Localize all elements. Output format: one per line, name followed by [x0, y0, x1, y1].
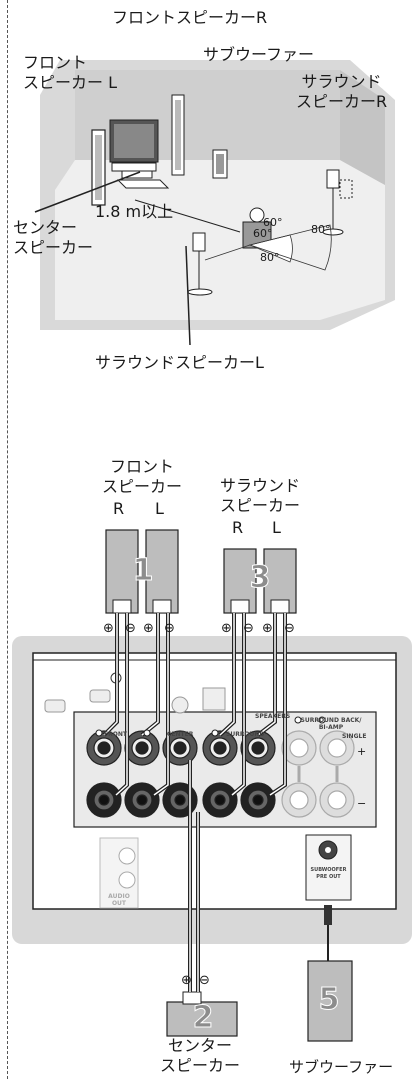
surround-step-number: 3 — [249, 560, 271, 596]
surround-l-plus: ⊕ — [262, 621, 273, 636]
subwoofer-label: サブウーファー — [203, 45, 315, 64]
panel-minus-label: − — [357, 797, 367, 810]
front-r-minus: ⊖ — [125, 621, 136, 636]
angle-label-3: 80° — [311, 223, 331, 236]
subwoofer-step-number: 5 — [318, 982, 340, 1018]
angle-label-4: 80° — [260, 251, 280, 264]
surround-l-minus: ⊖ — [284, 621, 295, 636]
front-r-label: R — [113, 499, 125, 518]
panel-speakers-label: SPEAKERS — [255, 713, 291, 720]
subwoofer-bottom-label: サブウーファー — [289, 1058, 394, 1076]
center-speaker-shape — [121, 170, 153, 179]
distance-label: 1.8 m以上 — [95, 202, 174, 221]
panel-surround-label: SURROUND — [226, 731, 265, 738]
center-plus: ⊕ — [181, 973, 192, 988]
surround-l-label: L — [272, 518, 281, 537]
panel-subwoofer-pre-out-label: SUBWOOFER PRE OUT — [310, 867, 347, 880]
front-l-label: L — [155, 499, 164, 518]
surround-r-label: R — [232, 518, 244, 537]
panel-audio-out-label: AUDIO OUT — [108, 893, 130, 907]
panel-single-label: SINGLE — [342, 733, 367, 740]
front-step-number: 1 — [132, 553, 154, 589]
angle-label-2: 60° — [253, 227, 273, 240]
front-r-plus: ⊕ — [103, 621, 114, 636]
panel-front-label: FRONT — [104, 731, 127, 738]
surround-speaker-l-label: サラウンドスピーカーL — [95, 353, 264, 372]
front-speaker-r-label: フロントスピーカーR — [112, 8, 268, 27]
center-minus: ⊖ — [199, 973, 210, 988]
front-group-label: フロント スピーカー — [101, 457, 182, 496]
front-speaker-l-label: フロント スピーカー L — [23, 53, 118, 92]
panel-surround-back-label: SURROUND BACK/ BI-AMP — [300, 717, 362, 731]
center-speaker-label: センター スピーカー — [13, 218, 94, 257]
angle-label-1: 60° — [263, 216, 283, 229]
center-speaker-bottom-label: センター スピーカー — [159, 1036, 240, 1075]
front-l-plus: ⊕ — [143, 621, 154, 636]
panel-plus-label: + — [357, 745, 367, 758]
panel-center-label: CENTER — [167, 731, 194, 738]
surround-r-minus: ⊖ — [243, 621, 254, 636]
room-illustration — [34, 60, 395, 346]
surround-speaker-r-label: サラウンド スピーカーR — [296, 72, 388, 111]
front-l-minus: ⊖ — [164, 621, 175, 636]
surround-group-label: サラウンド スピーカー — [219, 476, 300, 515]
page-divider — [7, 0, 8, 1079]
surround-r-plus: ⊕ — [221, 621, 232, 636]
center-step-number: 2 — [192, 1000, 214, 1036]
